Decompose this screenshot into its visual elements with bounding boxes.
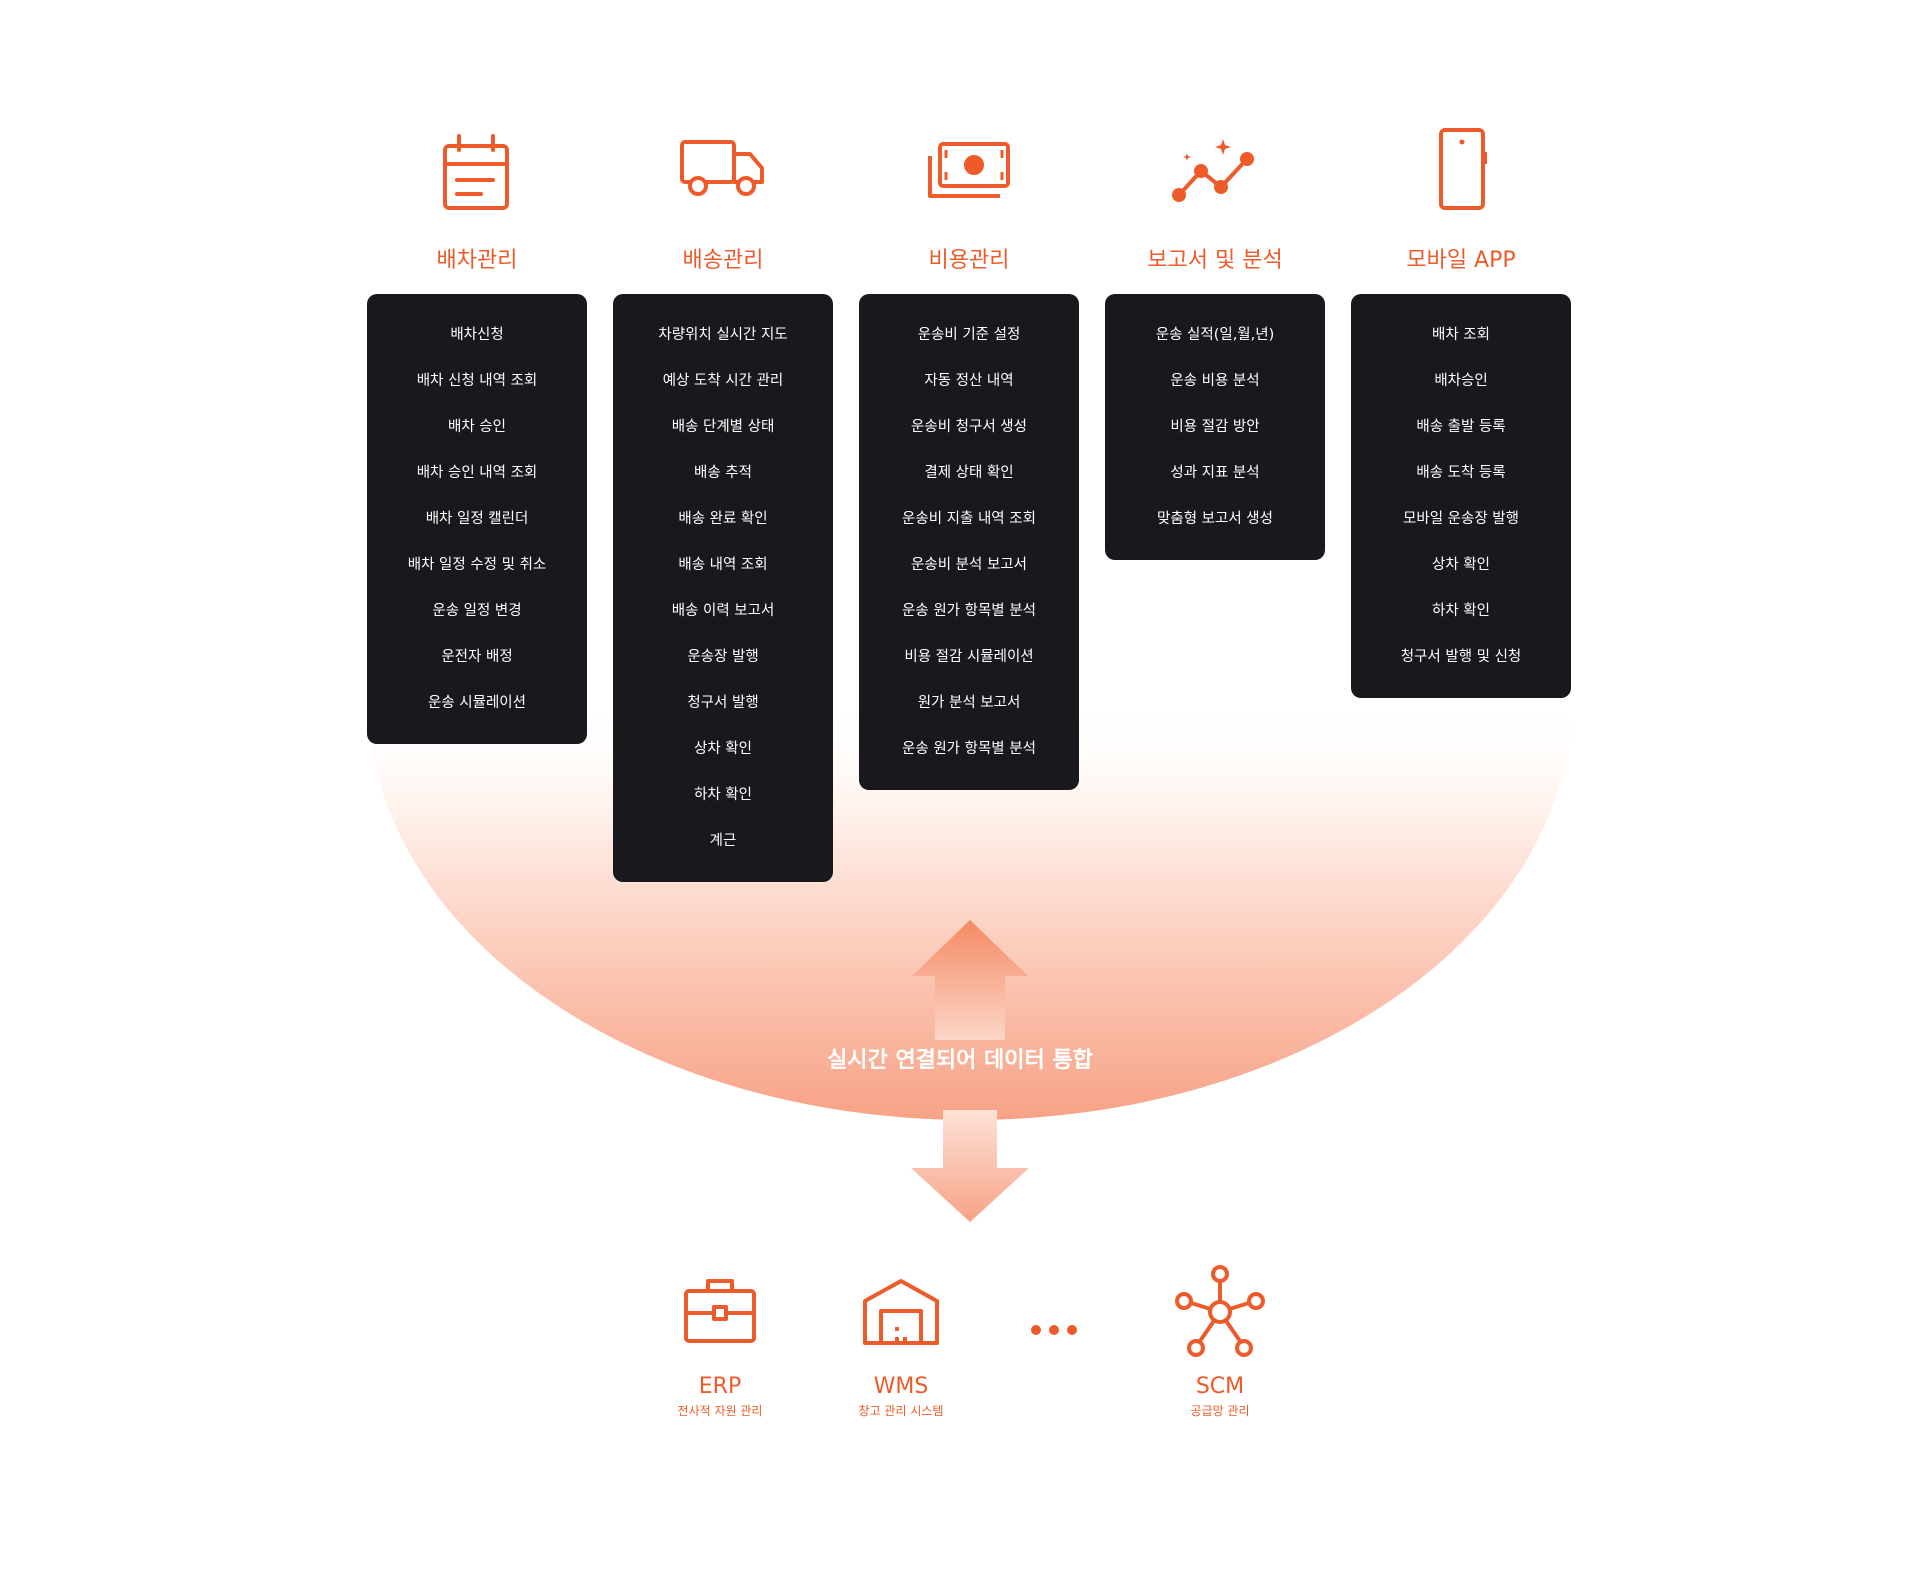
truck-icon xyxy=(613,114,833,224)
feature-item: 배차승인 xyxy=(1434,373,1488,389)
feature-item: 배송 이력 보고서 xyxy=(671,603,775,619)
feature-item: 결제 상태 확인 xyxy=(924,465,1014,481)
feature-item: 배송 출발 등록 xyxy=(1416,419,1506,435)
module-title: 비용관리 xyxy=(928,248,1010,273)
system-name: WMS xyxy=(873,1374,929,1399)
feature-item: 운전자 배정 xyxy=(441,649,513,665)
up-arrow xyxy=(912,920,1028,1040)
feature-item: 배차 승인 내역 조회 xyxy=(416,465,538,481)
system-name: SCM xyxy=(1195,1374,1245,1399)
feature-item: 배송 완료 확인 xyxy=(678,511,768,527)
feature-item: 계근 xyxy=(709,833,737,849)
feature-item: 운송비 기준 설정 xyxy=(917,327,1021,343)
feature-item: 운송비 지출 내역 조회 xyxy=(902,511,1036,527)
feature-item: 하차 확인 xyxy=(694,787,752,803)
feature-item: 자동 정산 내역 xyxy=(924,373,1014,389)
feature-item: 청구서 발행 및 신청 xyxy=(1400,649,1522,665)
feature-item: 배송 추적 xyxy=(694,465,752,481)
feature-item: 운송비 청구서 생성 xyxy=(911,419,1027,435)
feature-item: 운송 시뮬레이션 xyxy=(428,695,526,711)
system-erp: ERP 전사적 자원 관리 xyxy=(630,1262,810,1420)
system-wms: WMS 창고 관리 시스템 xyxy=(811,1262,991,1420)
module-title: 보고서 및 분석 xyxy=(1147,248,1283,273)
feature-item: 비용 절감 방안 xyxy=(1170,419,1260,435)
network-icon xyxy=(1130,1262,1310,1362)
module-title: 모바일 APP xyxy=(1406,248,1516,273)
trend-chart-icon xyxy=(1105,114,1325,224)
feature-item: 배송 도착 등록 xyxy=(1416,465,1506,481)
briefcase-icon xyxy=(630,1262,810,1362)
system-description: 창고 관리 시스템 xyxy=(858,1404,944,1418)
feature-item: 원가 분석 보고서 xyxy=(917,695,1021,711)
smartphone-icon xyxy=(1351,114,1571,224)
feature-item: 청구서 발행 xyxy=(687,695,759,711)
module-title: 배차관리 xyxy=(436,248,518,273)
feature-item: 운송 비용 분석 xyxy=(1170,373,1260,389)
system-name: ERP xyxy=(698,1374,742,1399)
realtime-integration-label: 실시간 연결되어 데이터 통합 xyxy=(827,1048,1093,1073)
feature-item: 배차 조회 xyxy=(1432,327,1490,343)
feature-item: 배차 신청 내역 조회 xyxy=(416,373,538,389)
feature-item: 배송 내역 조회 xyxy=(678,557,768,573)
feature-item: 배차 일정 수정 및 취소 xyxy=(407,557,547,573)
down-arrow xyxy=(911,1110,1029,1222)
feature-item: 운송 실적(일,월,년) xyxy=(1155,327,1275,343)
money-icon xyxy=(859,114,1079,224)
feature-item: 운송 일정 변경 xyxy=(432,603,522,619)
feature-item: 배차 일정 캘린더 xyxy=(425,511,529,527)
feature-item: 맞춤형 보고서 생성 xyxy=(1157,511,1273,527)
feature-item: 하차 확인 xyxy=(1432,603,1490,619)
feature-item: 운송비 분석 보고서 xyxy=(911,557,1027,573)
warehouse-icon xyxy=(811,1262,991,1362)
feature-item: 배차 승인 xyxy=(448,419,506,435)
system-scm: SCM 공급망 관리 xyxy=(1130,1262,1310,1420)
feature-item: 운송 원가 항목별 분석 xyxy=(902,741,1036,757)
calendar-icon xyxy=(367,114,587,224)
feature-item: 상차 확인 xyxy=(1432,557,1490,573)
feature-item: 운송장 발행 xyxy=(687,649,759,665)
feature-item: 성과 지표 분석 xyxy=(1170,465,1260,481)
feature-item: 예상 도착 시간 관리 xyxy=(662,373,784,389)
module-title: 배송관리 xyxy=(682,248,764,273)
feature-item: 모바일 운송장 발행 xyxy=(1403,511,1519,527)
feature-item: 비용 절감 시뮬레이션 xyxy=(904,649,1034,665)
feature-item: 상차 확인 xyxy=(694,741,752,757)
system-description: 공급망 관리 xyxy=(1190,1404,1250,1418)
feature-item: 배차신청 xyxy=(450,327,504,343)
feature-item: 운송 원가 항목별 분석 xyxy=(902,603,1036,619)
feature-item: 차량위치 실시간 지도 xyxy=(658,327,788,343)
ellipsis-icon xyxy=(1031,1325,1077,1335)
feature-item: 배송 단계별 상태 xyxy=(671,419,775,435)
system-description: 전사적 자원 관리 xyxy=(677,1404,763,1418)
